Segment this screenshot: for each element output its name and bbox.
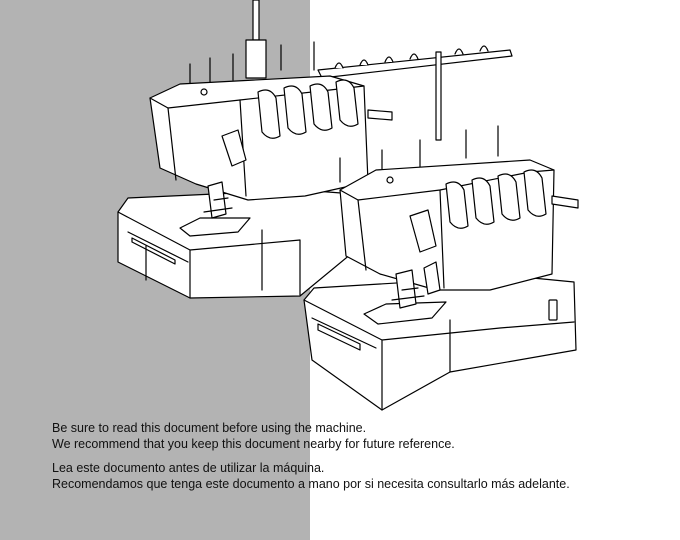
back-machine-drawing bbox=[117, 0, 513, 299]
sewing-machines-illustration bbox=[117, 0, 579, 411]
notice-text-block: Be sure to read this document before usi… bbox=[52, 420, 652, 492]
notice-spanish-line-2: Recomendamos que tenga este documento a … bbox=[52, 477, 570, 491]
notice-spacer bbox=[52, 452, 652, 460]
front-machine-drawing bbox=[303, 51, 579, 411]
notice-english-line-1: Be sure to read this document before usi… bbox=[52, 421, 367, 435]
notice-english-line-2: We recommend that you keep this document… bbox=[52, 437, 455, 451]
notice-spanish-line-1: Lea este documento antes de utilizar la … bbox=[52, 461, 325, 475]
